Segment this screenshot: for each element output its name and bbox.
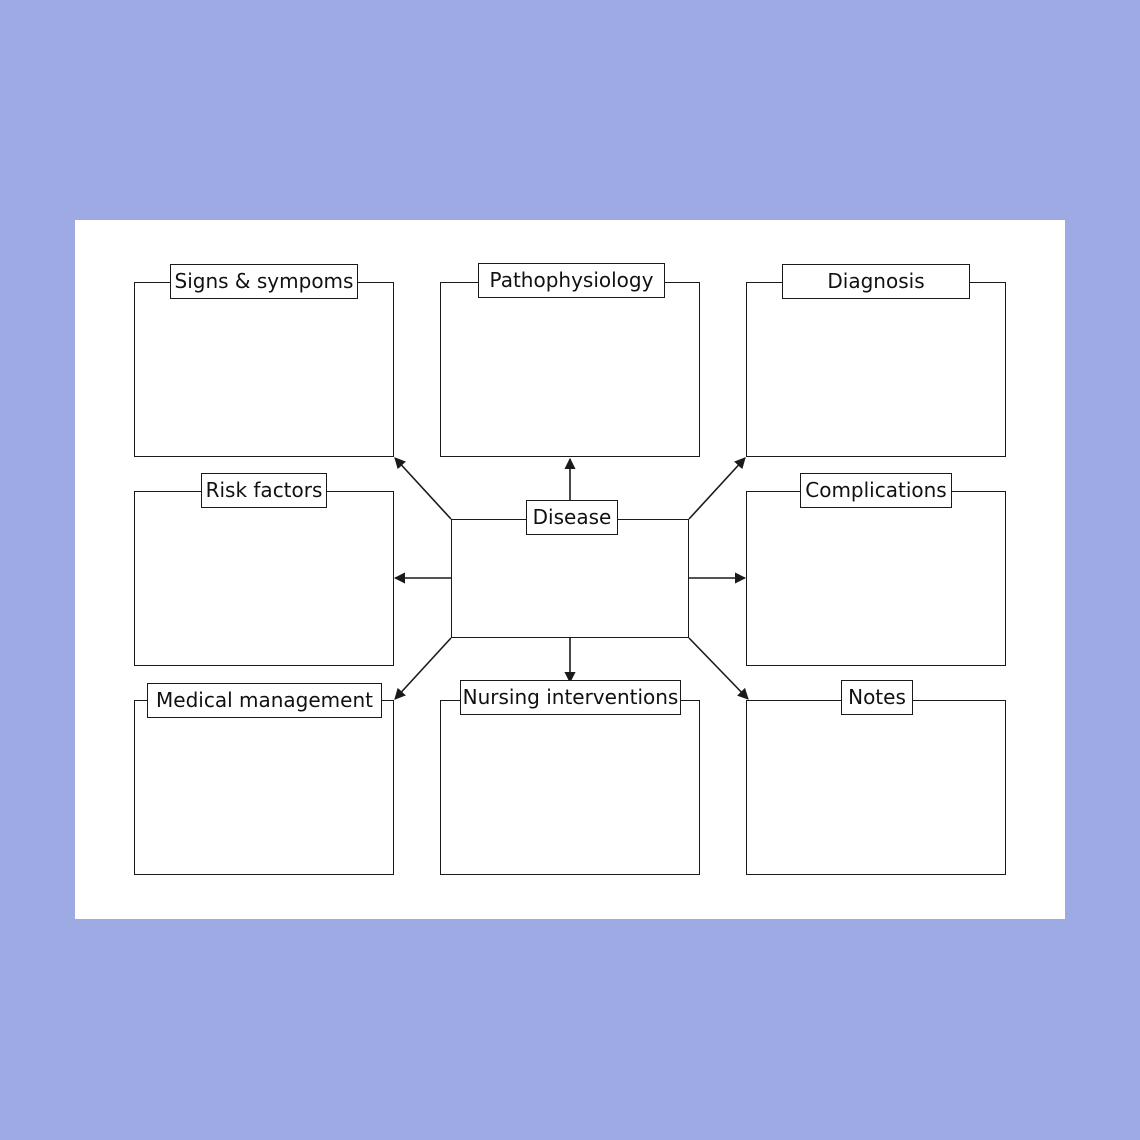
arrow-to-signs bbox=[394, 457, 452, 520]
signs-symptoms-label: Signs & sympoms bbox=[170, 264, 358, 299]
worksheet-sheet bbox=[75, 220, 1065, 919]
notes-box[interactable] bbox=[746, 700, 1006, 875]
nursing-interventions-box[interactable] bbox=[440, 700, 700, 875]
risk-factors-box[interactable] bbox=[134, 491, 394, 666]
pathophysiology-box[interactable] bbox=[440, 282, 700, 457]
notes-label: Notes bbox=[841, 680, 913, 715]
pathophysiology-label: Pathophysiology bbox=[478, 263, 665, 298]
signs-symptoms-box[interactable] bbox=[134, 282, 394, 457]
complications-box[interactable] bbox=[746, 491, 1006, 666]
diagnosis-box[interactable] bbox=[746, 282, 1006, 457]
complications-label: Complications bbox=[800, 473, 952, 508]
arrow-to-medical bbox=[394, 637, 452, 700]
medical-management-box[interactable] bbox=[134, 700, 394, 875]
arrow-to-notes bbox=[688, 637, 749, 700]
nursing-interventions-label: Nursing interventions bbox=[460, 680, 681, 715]
medical-management-label: Medical management bbox=[147, 683, 382, 718]
diagnosis-label: Diagnosis bbox=[782, 264, 970, 299]
arrow-to-diagnosis bbox=[688, 457, 746, 520]
risk-factors-label: Risk factors bbox=[201, 473, 327, 508]
disease-label: Disease bbox=[526, 500, 618, 535]
disease-box[interactable] bbox=[451, 519, 689, 638]
